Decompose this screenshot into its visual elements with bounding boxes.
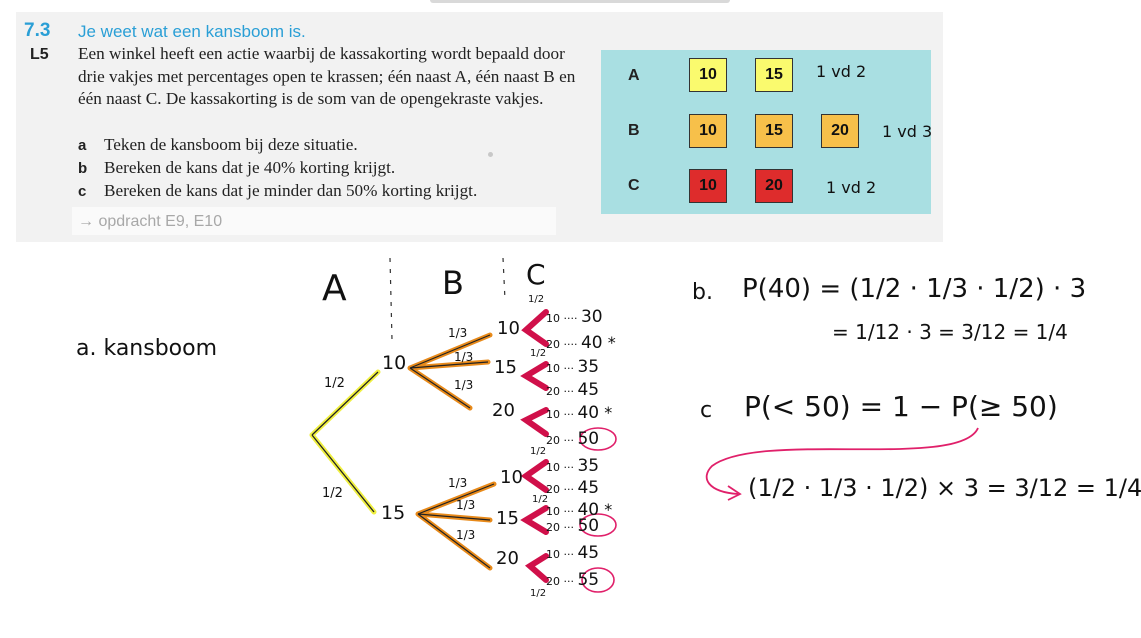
tree-node-b4: 10 (500, 467, 523, 488)
scratch-box-a2: 15 (755, 58, 793, 92)
note-row-c: 1 vd 2 (826, 178, 877, 197)
answer-c-line1: P(< 50) = 1 − P(≥ 50) (744, 390, 1058, 423)
tree-node-b1: 10 (497, 318, 520, 339)
dashed-separator-bc (502, 257, 506, 301)
exercise-title: Je weet wat een kansboom is. (78, 22, 306, 41)
circle-outcome-50b (579, 513, 617, 537)
note-row-a: 1 vd 2 (816, 62, 867, 81)
prob-label-c-4: 1/2 (532, 494, 549, 505)
tree-node-b2: 15 (494, 357, 517, 378)
row-label-a: A (628, 67, 640, 84)
arrow-curve (705, 427, 979, 495)
list-item: 20 ··· 55 (546, 570, 600, 590)
question-a: a Teken de kansboom bij deze situatie. (78, 135, 358, 155)
tree-node-b5: 15 (496, 508, 519, 529)
tree-header-a: A (322, 268, 347, 309)
prob-label-c-3: 1/2 (530, 446, 547, 457)
scratch-box-c1: 10 (689, 169, 727, 203)
prob-label-c-top: 1/2 (528, 294, 545, 305)
exercise-level: L5 (30, 46, 49, 63)
list-item: 20 ··· 45 (546, 380, 600, 400)
prob-label-b5: 1/3 (456, 498, 476, 512)
branches-c (520, 309, 549, 583)
prob-label-c-2: 1/2 (530, 348, 547, 359)
tree-node-a-15: 15 (381, 502, 406, 524)
scratch-box-b3: 20 (821, 114, 859, 148)
question-b: b Bereken de kans dat je 40% korting krij… (78, 158, 395, 178)
answer-c-label: c (700, 398, 713, 423)
list-item: 10 ··· 35 (546, 357, 600, 377)
answer-b-label: b. (692, 280, 713, 305)
prob-label-a-top: 1/2 (324, 376, 345, 391)
window-top-handle (430, 0, 730, 3)
answer-a: a. kansboom (76, 336, 218, 361)
dashed-separator-ab (389, 257, 393, 341)
list-item: 10 ··· 40 * (546, 403, 613, 423)
arrow-head (727, 485, 742, 501)
scratch-box-a1: 10 (689, 58, 727, 92)
list-item: 10 ··· 40 * (546, 500, 613, 520)
answer-c-line2: (1/2 · 1/3 · 1/2) × 3 = 3/12 = 1/4 (748, 474, 1141, 502)
tree-node-b6: 20 (496, 548, 519, 569)
tree-header-c: C (526, 258, 546, 291)
branch-b-top (407, 332, 493, 411)
list-item: 10 ··· 45 (546, 543, 600, 563)
list-item: 20 ··· 50 (546, 429, 600, 449)
prob-label-b4: 1/3 (448, 476, 468, 490)
tree-node-a-10: 10 (382, 352, 407, 374)
answer-b-line1: P(40) = (1/2 · 1/3 · 1/2) · 3 (742, 274, 1087, 304)
exercise-reference-link[interactable]: → opdracht E9, E10 (72, 207, 556, 235)
list-item: 10 ··· 35 (546, 456, 600, 476)
scratch-box-b2: 15 (755, 114, 793, 148)
tree-node-b3: 20 (492, 400, 515, 421)
question-text: Bereken de kans dat je minder dan 50% ko… (104, 181, 478, 200)
row-label-c: C (628, 177, 640, 194)
question-text: Bereken de kans dat je 40% korting krijg… (104, 158, 396, 177)
list-item: 20 ··· 50 (546, 516, 600, 536)
list-item: 10 ···· 30 (546, 307, 603, 327)
prob-label-b3: 1/3 (454, 378, 474, 392)
question-letter: a (78, 137, 87, 154)
circle-outcome-50a (579, 427, 617, 451)
exercise-number: 7.3 (24, 20, 51, 41)
answer-b-line2: = 1/12 · 3 = 3/12 = 1/4 (832, 320, 1068, 344)
list-item: 20 ··· 45 (546, 478, 600, 498)
prob-label-b1: 1/3 (448, 326, 468, 340)
question-text: Teken de kansboom bij deze situatie. (104, 135, 358, 154)
question-c: c Bereken de kans dat je minder dan 50% k… (78, 181, 477, 201)
tree-header-b: B (442, 264, 464, 302)
question-letter: b (78, 160, 88, 177)
circle-outcome-55 (581, 567, 615, 593)
question-letter: c (78, 183, 87, 200)
note-row-b: 1 vd 3 (882, 122, 933, 141)
prob-label-b2: 1/3 (454, 350, 474, 364)
list-item: 20 ···· 40 * (546, 333, 616, 353)
exercise-intro: Een winkel heeft een actie waarbij de ka… (78, 44, 576, 108)
prob-label-b6: 1/3 (456, 528, 476, 542)
prob-label-a-bottom: 1/2 (322, 486, 343, 501)
scratch-box-c2: 20 (755, 169, 793, 203)
row-label-b: B (628, 122, 640, 139)
branch-b-bottom (415, 481, 497, 571)
prob-label-c-bottom: 1/2 (530, 588, 547, 599)
cursor-dot (488, 152, 493, 157)
scratch-box-b1: 10 (689, 114, 727, 148)
